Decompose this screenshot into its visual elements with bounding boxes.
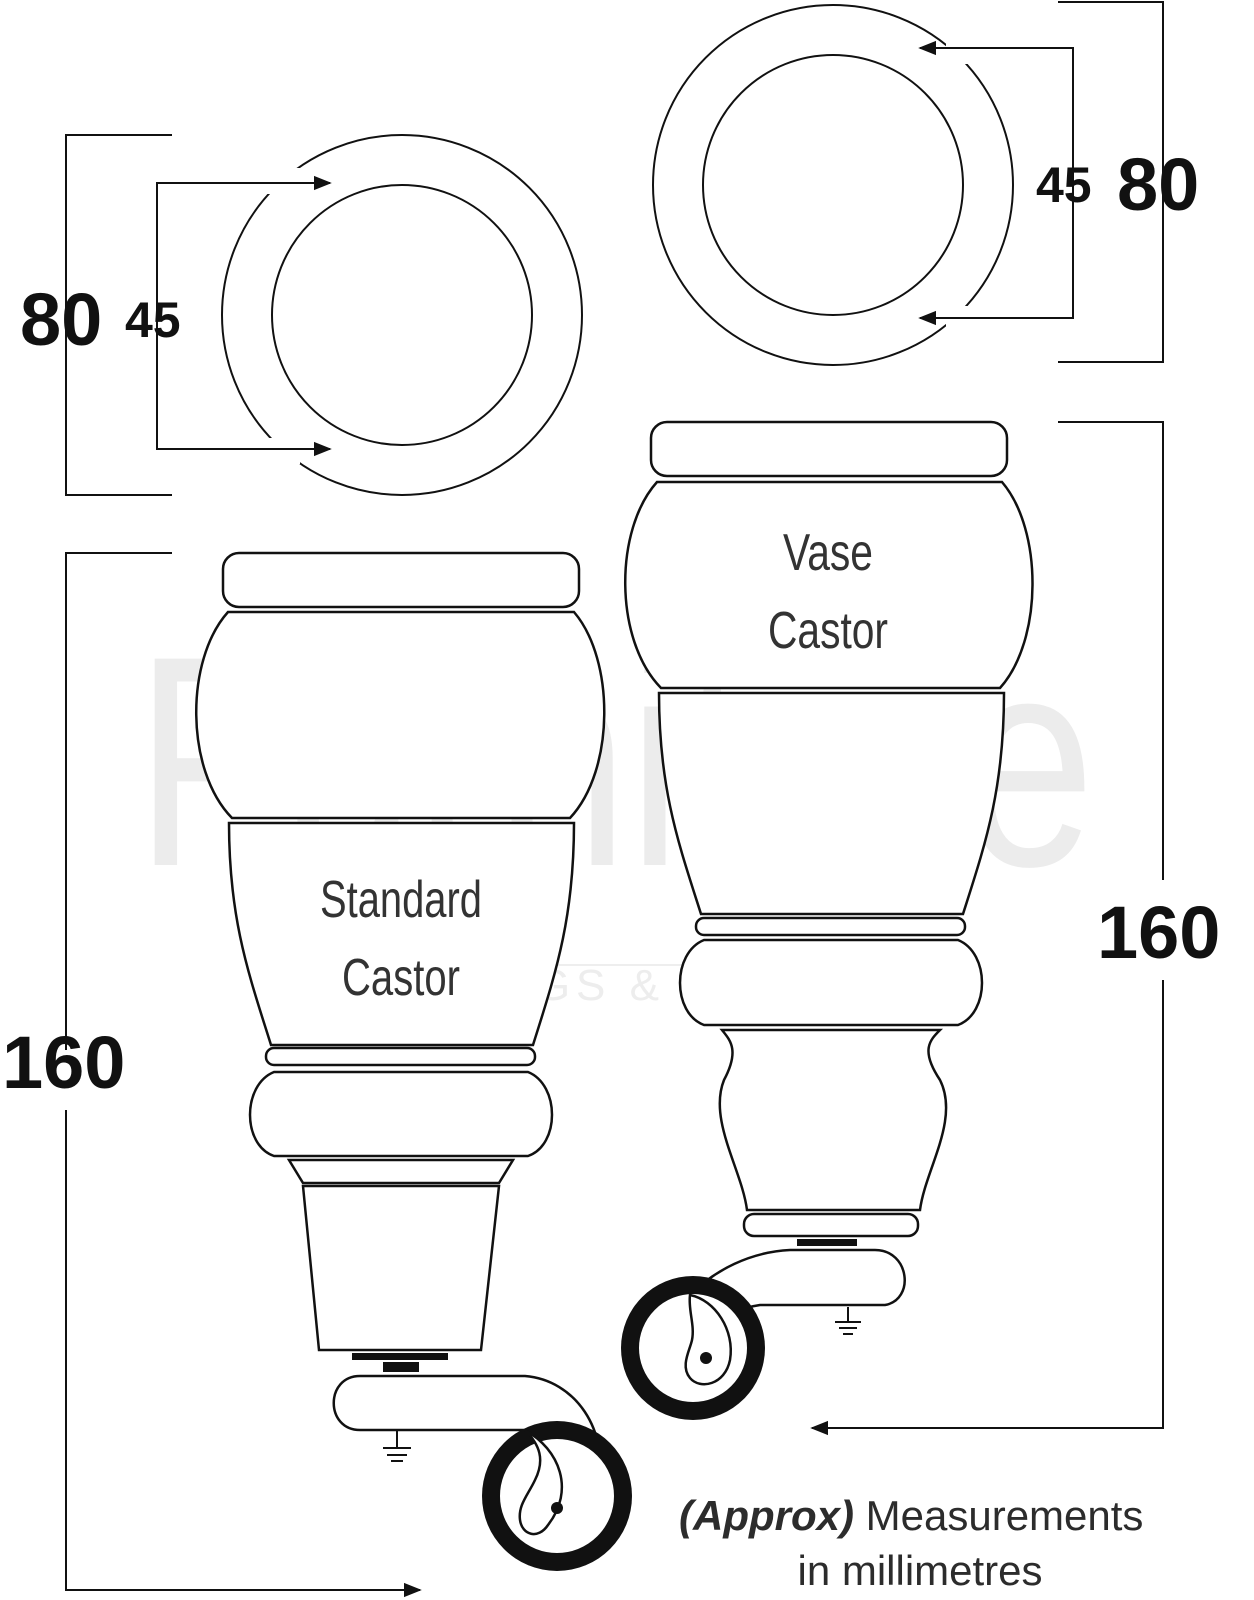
vase-inner-ring [702,54,964,316]
standard-label-line1: Standard [320,871,482,929]
standard-neck [286,1158,516,1185]
vase-mount-plate [797,1239,857,1246]
vase-taper [657,691,1006,916]
note-approx: (Approx) [679,1492,854,1539]
standard-ring [264,1046,537,1067]
standard-leg: 160 Standard Castor [2,551,632,1598]
standard-collar [248,1070,554,1158]
vase-ring [694,916,967,937]
vase-outer-dim-bracket [1058,1,1164,363]
standard-outer-ring [221,134,583,496]
standard-inner-diameter: 45 [125,292,181,348]
standard-label-line2: Castor [342,949,460,1007]
vase-inner-diameter: 45 [1036,157,1092,213]
vase-outer-ring [652,4,1014,366]
standard-inner-ring [271,184,533,446]
vase-label-line1: Vase [783,524,873,582]
vase-collar [678,938,984,1027]
measurement-note: (Approx) Measurements in millimetres [679,1492,1143,1594]
vase-bulb [624,480,1034,690]
standard-inner-dim-bracket [156,175,332,457]
note-line2: in millimetres [797,1547,1042,1594]
note-line1: (Approx) Measurements [679,1492,1143,1539]
standard-outer-dim-bracket [65,134,172,496]
vase-top-view: 80 45 [652,1,1199,366]
standard-socket [301,1184,501,1352]
standard-height-bracket [65,552,172,1050]
note-measurements: Measurements [854,1492,1143,1539]
standard-top-view: 80 45 [20,134,583,496]
vase-height: 160 [1097,891,1220,974]
standard-top-cap [221,551,581,609]
vase-height-bracket [1058,421,1164,880]
vase-vase-body [718,1028,948,1212]
vase-bottom-ring [742,1212,920,1238]
vase-label-line2: Castor [768,602,888,660]
vase-leg: 160 Vase Castor [621,420,1220,1436]
standard-taper [227,821,576,1047]
standard-mount-plate [352,1353,448,1360]
vase-outer-diameter: 80 [1117,143,1199,226]
standard-bulb [195,610,606,820]
vase-inner-dim-bracket [918,40,1074,326]
standard-height: 160 [2,1021,125,1104]
standard-outer-diameter: 80 [20,278,102,361]
vase-top-cap [649,420,1009,478]
